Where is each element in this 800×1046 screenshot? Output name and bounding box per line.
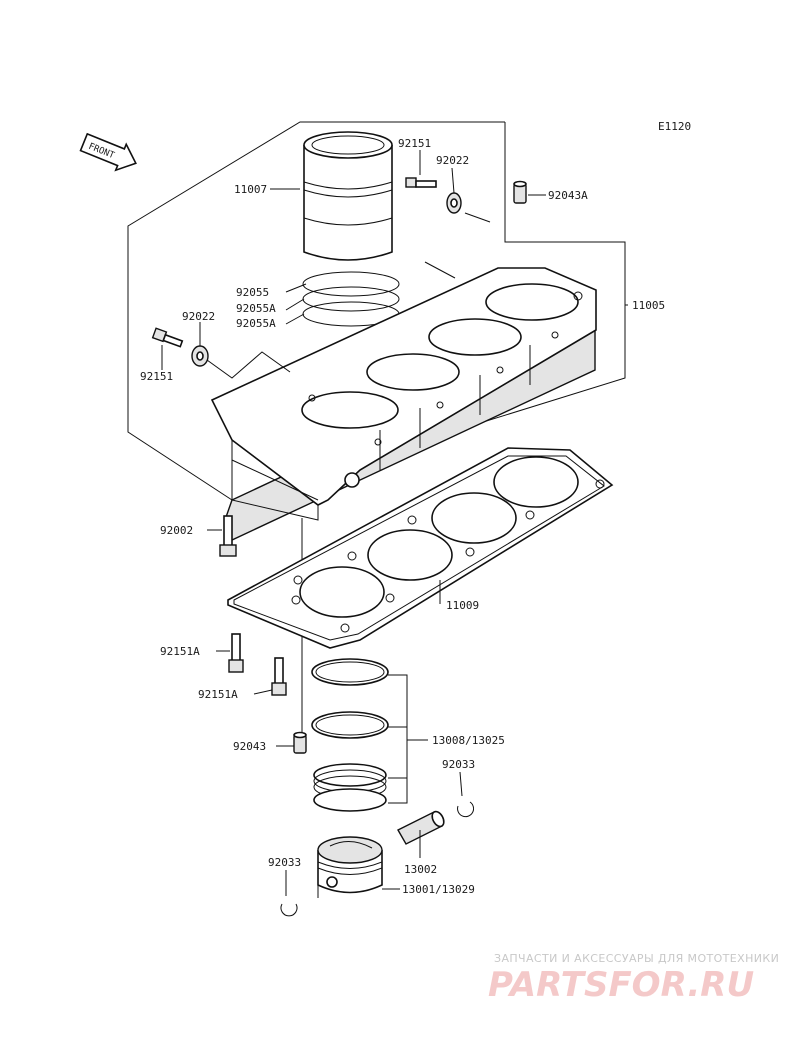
label-92151-top: 92151 xyxy=(398,137,431,150)
head-gasket xyxy=(227,447,614,649)
label-92055a-1: 92055A xyxy=(236,302,276,315)
label-92043: 92043 xyxy=(233,740,266,753)
label-92151a-1: 92151A xyxy=(160,645,200,658)
circlip-92033-left xyxy=(280,903,298,917)
label-92022-top: 92022 xyxy=(436,154,469,167)
dowel-pin-92043a xyxy=(513,180,527,204)
label-92002: 92002 xyxy=(160,524,193,537)
leader-lines xyxy=(161,150,546,896)
label-92022-left: 92022 xyxy=(182,310,215,323)
label-92033-left: 92033 xyxy=(268,856,301,869)
bolt-92002 xyxy=(219,515,237,557)
label-13001-13029: 13001/13029 xyxy=(402,883,475,896)
dowel-pin-92043 xyxy=(293,731,307,754)
cylinder-block xyxy=(210,267,597,541)
piston-pin xyxy=(397,810,445,845)
bolt-92151a-1 xyxy=(228,633,244,673)
label-92151-left: 92151 xyxy=(140,370,173,383)
piston-rings xyxy=(311,658,389,812)
label-92033-right: 92033 xyxy=(442,758,475,771)
o-rings xyxy=(302,271,400,327)
bolt-92151a-2 xyxy=(271,657,287,696)
watermark: ЗАПЧАСТИ И АКСЕССУАРЫ ДЛЯ МОТОТЕХНИКИ PA… xyxy=(488,952,779,1005)
bolt-92151-left xyxy=(151,327,184,348)
front-arrow-icon: FRONT xyxy=(79,132,137,172)
watermark-tagline: ЗАПЧАСТИ И АКСЕССУАРЫ ДЛЯ МОТОТЕХНИКИ xyxy=(494,952,779,965)
part-labels: E1120 11007 92151 92022 92043A 11005 920… xyxy=(140,120,691,896)
label-92151a-2: 92151A xyxy=(198,688,238,701)
bolt-92151-top xyxy=(405,177,437,188)
label-92055: 92055 xyxy=(236,286,269,299)
diagram-code: E1120 xyxy=(658,120,691,133)
washer-92022-top xyxy=(446,192,462,214)
label-13002: 13002 xyxy=(404,863,437,876)
label-11009: 11009 xyxy=(446,599,479,612)
cylinder-sleeve xyxy=(303,131,393,261)
watermark-brand: PARTSFOR.RU xyxy=(488,965,754,1005)
label-11005: 11005 xyxy=(632,299,665,312)
label-13008-13025: 13008/13025 xyxy=(432,734,505,747)
label-11007: 11007 xyxy=(234,183,267,196)
circlip-92033-right xyxy=(457,801,474,818)
label-92043a: 92043A xyxy=(548,189,588,202)
washer-92022-left xyxy=(191,345,209,367)
ring-leader-lines xyxy=(388,674,428,804)
label-92055a-2: 92055A xyxy=(236,317,276,330)
piston xyxy=(317,836,383,898)
